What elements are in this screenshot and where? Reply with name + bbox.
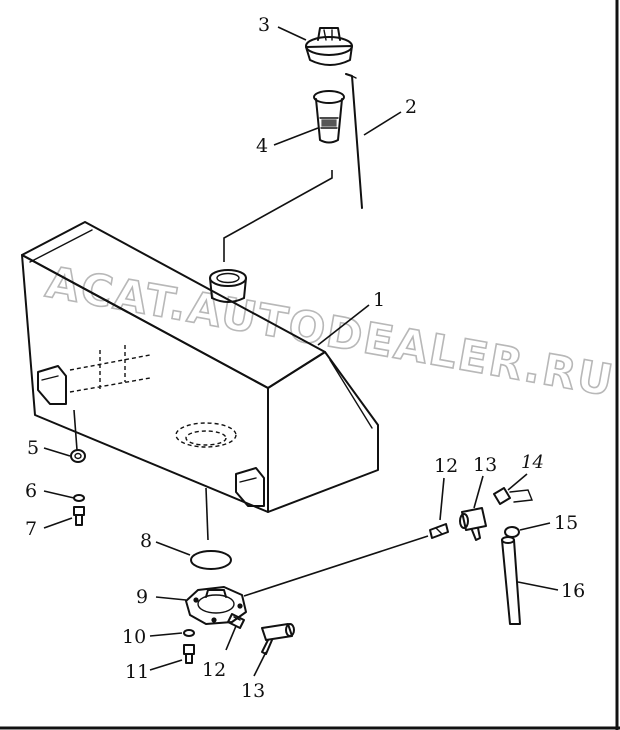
fuel-tank xyxy=(21,221,379,513)
callout-10: 10 xyxy=(122,626,146,648)
callout-1: 1 xyxy=(373,289,385,311)
drain-cover xyxy=(185,586,247,625)
callout-9: 9 xyxy=(136,586,148,608)
callout-8: 8 xyxy=(140,530,152,552)
watermark-text: ACAT.AUTODEALER.RU xyxy=(42,258,618,407)
callout-11: 11 xyxy=(125,661,149,683)
o-ring xyxy=(190,487,232,570)
callout-5: 5 xyxy=(27,437,39,459)
callout-6: 6 xyxy=(25,480,37,502)
filler-cap xyxy=(305,27,353,66)
callout-14: 14 xyxy=(521,452,544,473)
filler-strainer xyxy=(313,90,345,144)
callout-13-lower: 13 xyxy=(241,680,265,702)
leader-lines xyxy=(43,26,559,677)
callout-7: 7 xyxy=(25,518,37,540)
callout-12-upper: 12 xyxy=(434,455,458,477)
callout-13-upper: 13 xyxy=(473,454,497,476)
callout-3: 3 xyxy=(258,14,270,36)
cover-bolt xyxy=(183,629,195,664)
callout-15: 15 xyxy=(554,512,578,534)
callout-12-lower: 12 xyxy=(202,659,226,681)
callout-4: 4 xyxy=(256,135,268,157)
upper-fittings xyxy=(429,487,533,625)
dipstick xyxy=(345,73,363,209)
callout-2: 2 xyxy=(405,96,417,118)
callout-labels: 3 2 4 1 5 6 7 8 9 10 11 12 13 12 13 14 1… xyxy=(25,14,585,702)
mount-hardware-left xyxy=(70,409,86,526)
lower-fitting xyxy=(227,613,295,655)
callout-16: 16 xyxy=(561,580,585,602)
